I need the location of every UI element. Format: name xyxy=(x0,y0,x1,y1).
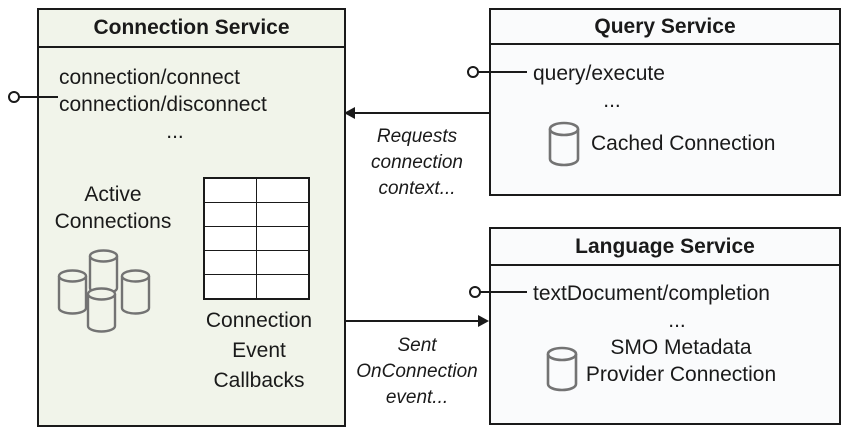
callback-table-cell xyxy=(257,203,308,226)
interface-line xyxy=(19,96,58,98)
connection-service-box: Connection Service connection/connect co… xyxy=(37,8,346,427)
ellipsis-text: ... xyxy=(668,309,686,332)
callback-table-cell xyxy=(257,227,308,250)
callback-table-cell xyxy=(205,227,256,250)
callback-table-cell xyxy=(205,203,256,226)
query-service-box: Query Service query/execute ... Cached C… xyxy=(489,8,841,196)
smo-metadata-provider-connection-label: SMO Metadata Provider Connection xyxy=(585,336,777,386)
method-connection-disconnect: connection/disconnect xyxy=(59,93,267,116)
query-service-methods: query/execute ... xyxy=(533,60,691,114)
language-service-methods: textDocument/completion ... xyxy=(533,280,821,334)
arrow-line xyxy=(346,320,479,322)
arrow-head-left-icon xyxy=(344,107,355,119)
language-service-box: Language Service textDocument/completion… xyxy=(489,227,841,425)
callback-table-cell xyxy=(257,251,308,274)
method-textdocument-completion: textDocument/completion xyxy=(533,282,770,305)
cached-connection-label: Cached Connection xyxy=(591,132,776,155)
callback-table-cell xyxy=(205,251,256,274)
database-cluster-icon xyxy=(57,248,153,341)
callback-table-cell xyxy=(257,179,308,202)
callback-table-cell xyxy=(257,275,308,298)
method-connection-connect: connection/connect xyxy=(59,66,240,89)
database-cylinder-icon xyxy=(545,346,579,397)
language-service-title: Language Service xyxy=(491,229,839,266)
callback-table-cell xyxy=(205,179,256,202)
connection-event-callbacks-label: Connection Event Callbacks xyxy=(205,309,313,392)
connection-service-title: Connection Service xyxy=(39,10,344,48)
active-connections-label: Active Connections xyxy=(54,183,172,233)
grid-table-icon xyxy=(203,177,310,300)
ellipsis-text: ... xyxy=(603,89,621,112)
query-service-title: Query Service xyxy=(491,10,839,45)
interface-line xyxy=(480,291,527,293)
ellipsis-text: ... xyxy=(166,120,184,143)
database-cylinder-icon xyxy=(547,121,581,172)
sent-onconnection-event-label: Sent OnConnection event... xyxy=(356,335,478,408)
callback-table-cell xyxy=(205,275,256,298)
requests-connection-context-label: Requests connection context... xyxy=(371,126,463,199)
arrow-head-right-icon xyxy=(478,315,489,327)
arrow-line xyxy=(354,112,489,114)
interface-line xyxy=(478,71,527,73)
method-query-execute: query/execute xyxy=(533,62,665,85)
connection-service-methods: connection/connect connection/disconnect… xyxy=(59,64,291,145)
